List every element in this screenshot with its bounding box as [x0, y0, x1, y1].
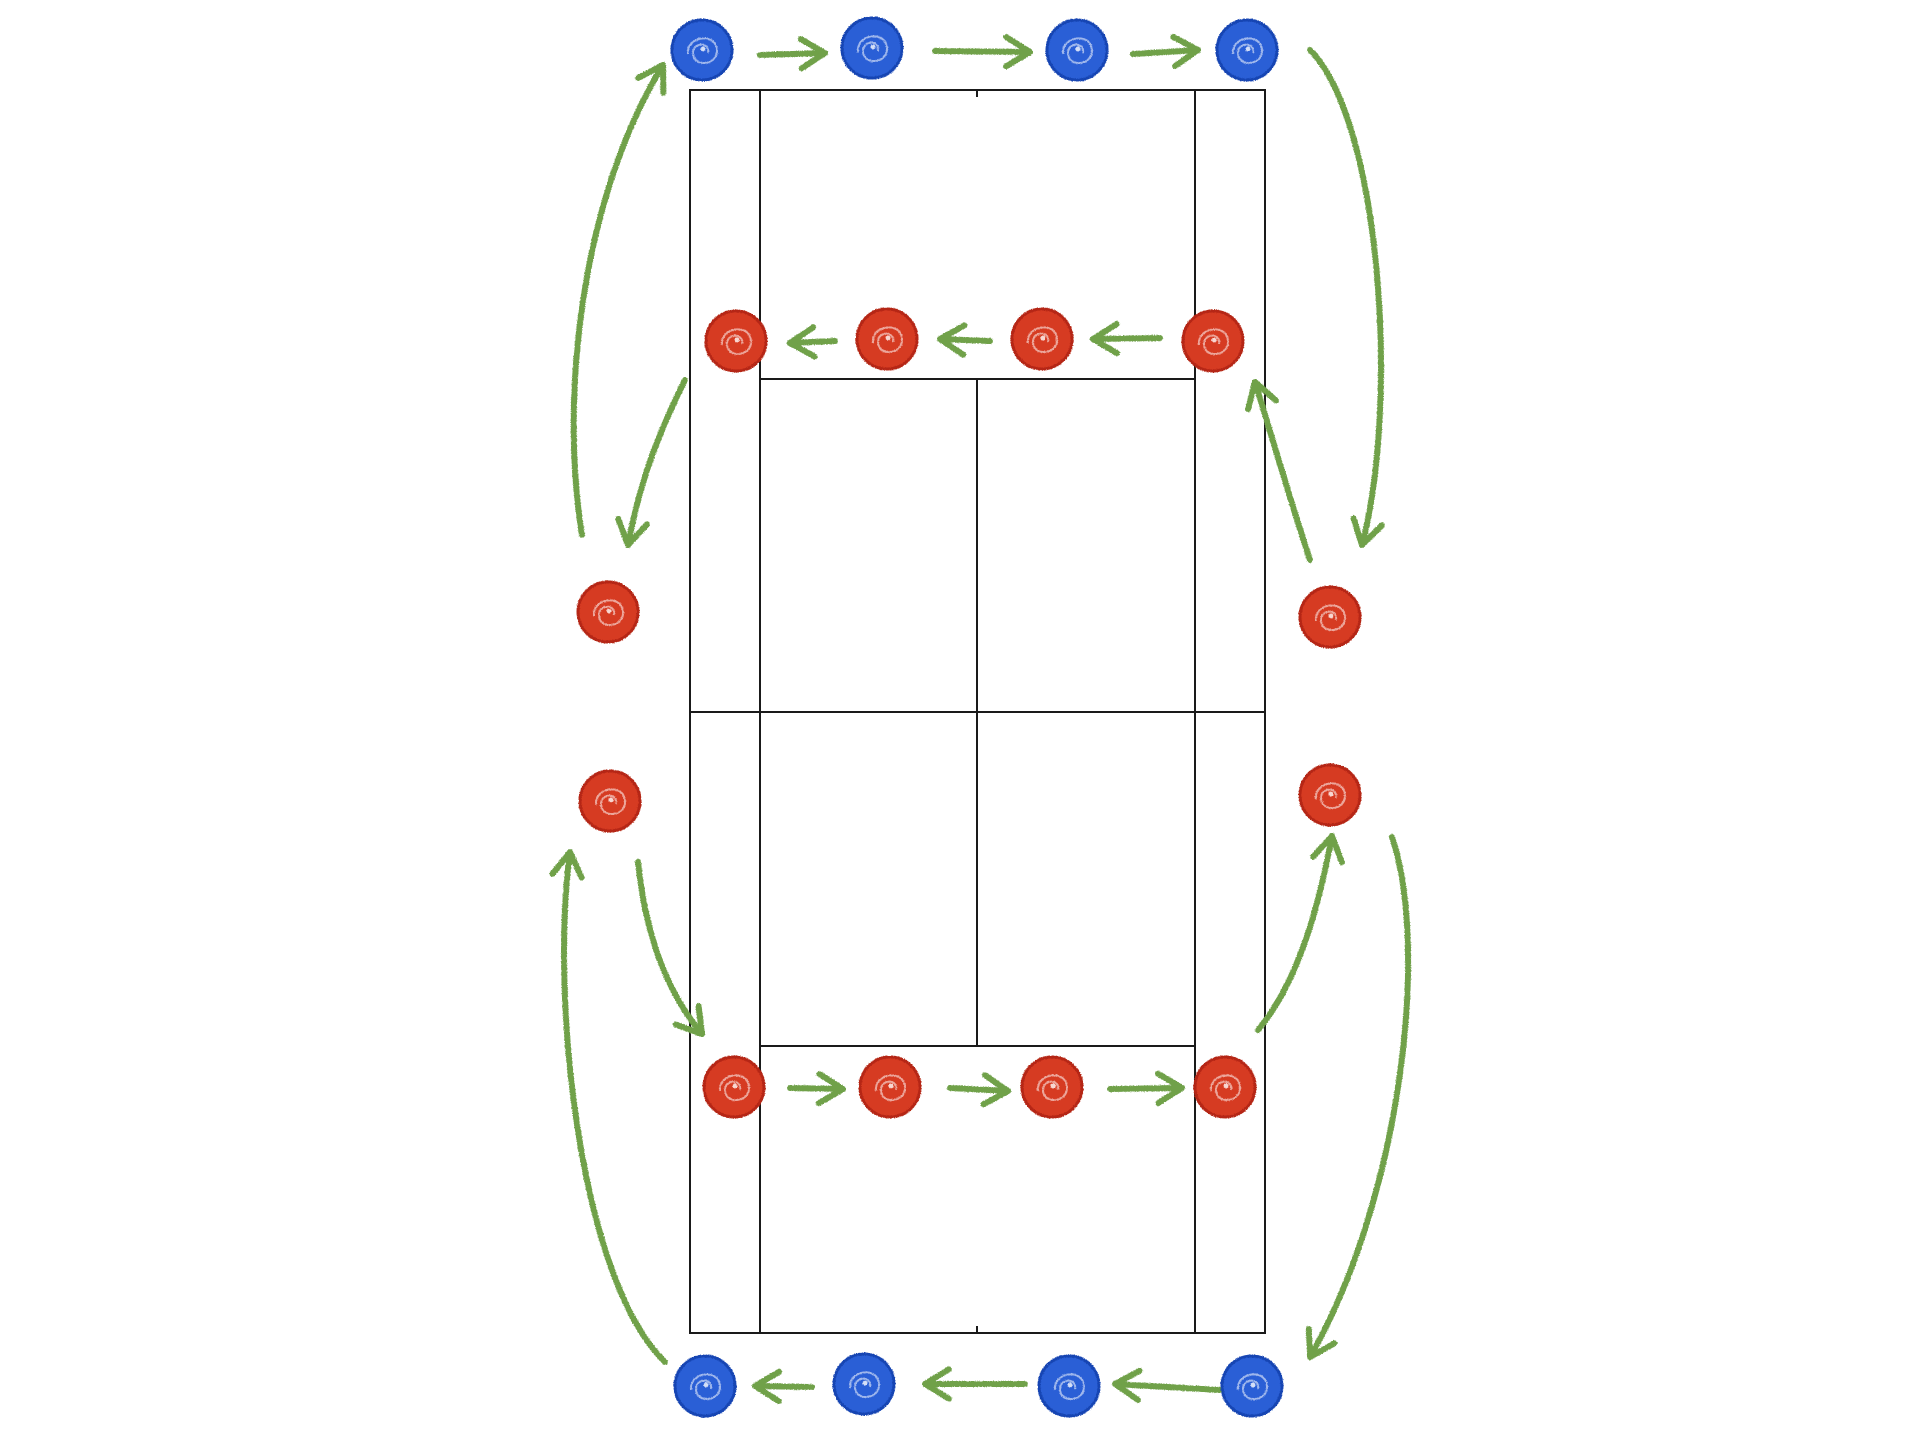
blue-circle-icon — [1220, 1354, 1284, 1418]
arrow-icon — [787, 1070, 846, 1107]
arrow-icon — [947, 1072, 1011, 1108]
red-circle-icon — [1193, 1055, 1257, 1119]
arrow-icon — [1090, 321, 1163, 357]
blue-circle-icon — [832, 1352, 896, 1416]
red-circle-icon — [1181, 309, 1245, 373]
blue-circle-icon — [673, 1354, 737, 1418]
red-circle-icon — [576, 580, 640, 644]
arrow-icon — [1255, 833, 1345, 1033]
arrow-icon — [615, 377, 688, 548]
arrow-icon — [922, 1366, 1028, 1402]
red-circle-icon — [704, 309, 768, 373]
player-markers — [576, 16, 1362, 1418]
arrow-icon — [757, 36, 828, 72]
arrow-icon — [1130, 33, 1201, 70]
arrow-icon — [932, 34, 1033, 70]
red-circle-icon — [702, 1055, 766, 1119]
rotation-arrows — [549, 33, 1412, 1405]
red-circle-icon — [1010, 307, 1074, 371]
arrow-icon — [1307, 47, 1385, 548]
blue-circle-icon — [1215, 18, 1279, 82]
arrow-icon — [1112, 1367, 1223, 1403]
arrow-icon — [1305, 834, 1412, 1360]
red-circle-icon — [858, 1055, 922, 1119]
arrow-icon — [937, 322, 993, 358]
arrow-icon — [549, 849, 668, 1365]
red-circle-icon — [578, 769, 642, 833]
arrow-icon — [787, 324, 838, 360]
arrow-icon — [752, 1368, 815, 1405]
arrow-icon — [1245, 379, 1313, 563]
arrow-icon — [570, 62, 667, 538]
red-circle-icon — [1020, 1055, 1084, 1119]
blue-circle-icon — [670, 18, 734, 82]
court — [689, 89, 1266, 1334]
blue-circle-icon — [1037, 1354, 1101, 1418]
red-circle-icon — [855, 307, 919, 371]
blue-circle-icon — [1045, 18, 1109, 82]
arrow-icon — [1107, 1070, 1185, 1106]
arrow-icon — [635, 859, 705, 1037]
blue-circle-icon — [840, 16, 904, 80]
red-circle-icon — [1298, 585, 1362, 649]
red-circle-icon — [1298, 763, 1362, 827]
